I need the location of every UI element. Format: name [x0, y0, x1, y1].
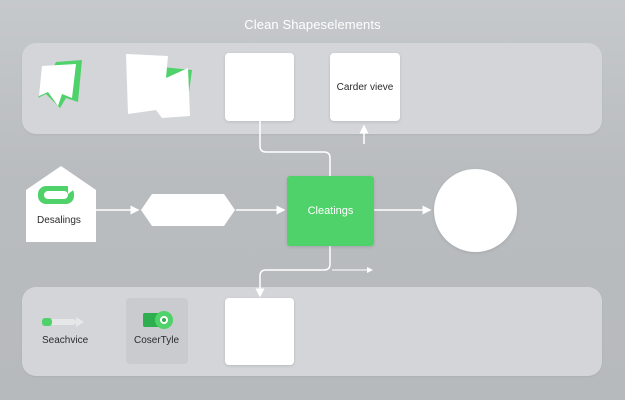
camera-toggle-icon: [143, 311, 173, 329]
torn-paper-shape-left: [38, 60, 82, 108]
bottom-blank-card[interactable]: [225, 298, 294, 365]
connector-center-to-bottom: [255, 246, 331, 298]
top-blank-card[interactable]: [225, 53, 294, 121]
house-label: Desalings: [37, 215, 81, 226]
hexagon-shape[interactable]: [140, 193, 236, 227]
bottom-middle-label: CoserTyle: [134, 335, 180, 346]
center-box-label: Cleatings: [307, 205, 354, 217]
bottom-left-label: Seachvice: [42, 335, 89, 346]
center-green-box[interactable]: Cleatings: [287, 176, 374, 246]
torn-paper-shape-center: [126, 54, 192, 118]
slider-icon[interactable]: [40, 316, 88, 328]
circle-shape[interactable]: [434, 169, 517, 252]
top-panel: [22, 43, 602, 134]
top-labeled-card[interactable]: Carder vieve: [330, 53, 400, 121]
bottom-middle-card[interactable]: [126, 298, 188, 364]
diagram-title: Clean Shapeselements: [244, 17, 381, 32]
house-shape[interactable]: [24, 164, 98, 244]
connector-top-to-center: [259, 121, 331, 176]
top-card-label: Carder vieve: [336, 81, 394, 93]
bottom-panel: [22, 287, 602, 376]
